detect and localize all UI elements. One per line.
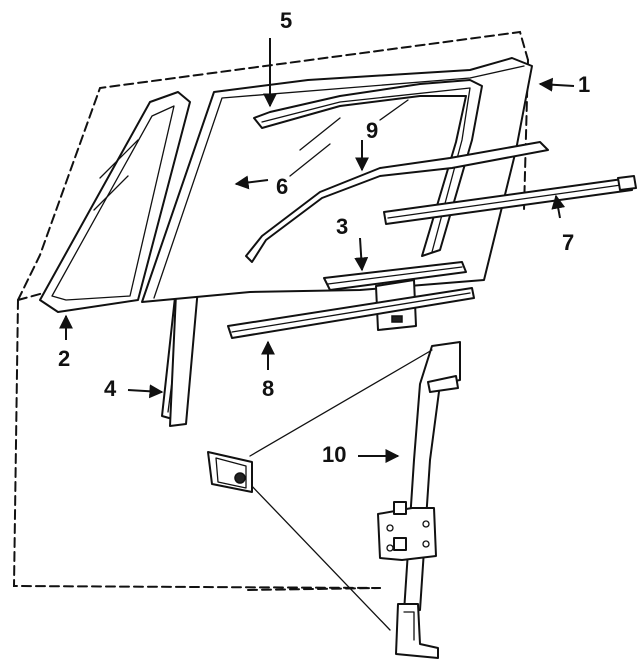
window-regulator	[207, 341, 461, 659]
arrow-7	[551, 194, 566, 219]
door-outline	[12, 30, 529, 591]
arrow-6	[234, 175, 269, 190]
callout-1: 1	[578, 72, 590, 97]
vent-glass	[39, 91, 191, 313]
callout-6: 6	[276, 174, 288, 199]
belt-weatherstrip-outer	[245, 141, 549, 263]
callout-7: 7	[562, 230, 574, 255]
callout-10: 10	[322, 442, 346, 467]
callout-4: 4	[104, 376, 117, 401]
callout-5: 5	[280, 8, 292, 33]
callout-9: 9	[366, 118, 378, 143]
arrow-4	[127, 384, 164, 399]
callout-3: 3	[336, 214, 348, 239]
lower-channel	[227, 287, 475, 339]
callout-arrows	[59, 38, 575, 463]
callout-2: 2	[58, 346, 70, 371]
callout-8: 8	[262, 376, 274, 401]
arrow-3	[354, 237, 369, 272]
arrow-1	[538, 77, 575, 92]
belt-weatherstrip-inner	[383, 175, 637, 225]
callout-labels: 1 2 3 4 5 6 7 8 9 10	[58, 8, 590, 467]
glass-run-channel	[253, 79, 483, 257]
